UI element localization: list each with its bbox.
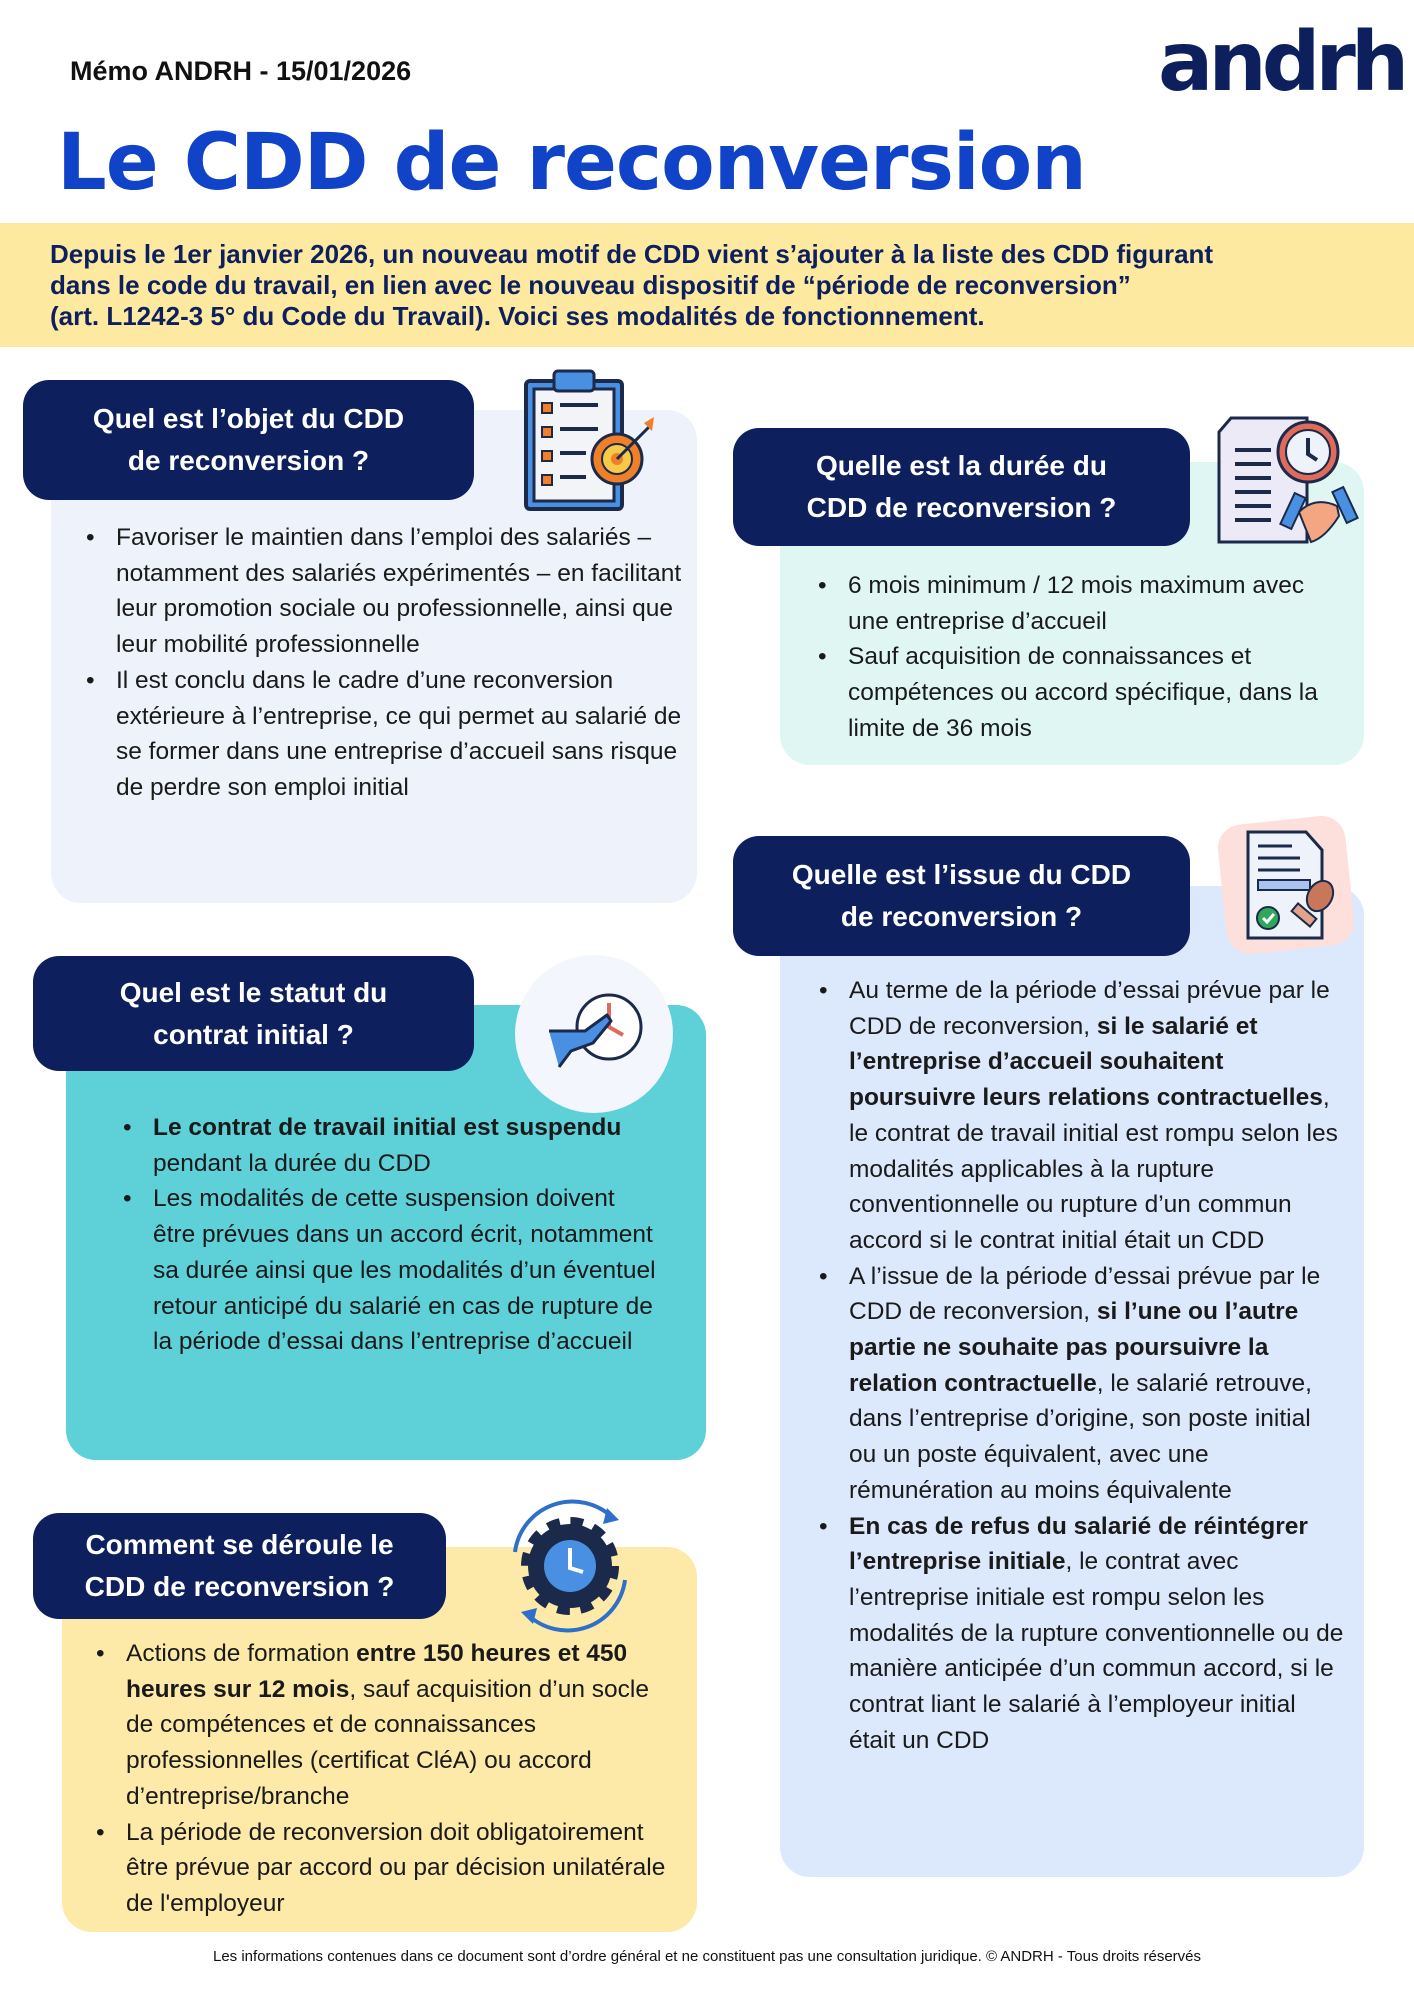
clipboard-target-icon [524,369,654,511]
memo-date: Mémo ANDRH - 15/01/2026 [70,56,412,86]
text: , le contrat de travail initial est romp… [849,1084,1338,1254]
bold-text: si le salarié et l’entreprise d’accueil … [849,1012,1323,1112]
heading-line: Quel est l’objet du CDD [92,403,405,434]
deroule-bullets: Actions de formation entre 150 heures et… [96,1636,666,1922]
heading-line: Comment se déroule le [85,1529,394,1560]
issue-bullets: Au terme de la période d’essai prévue pa… [819,973,1344,1759]
text: La période de reconversion doit obligato… [126,1818,666,1917]
page-title: Le CDD de reconversion [57,118,1087,208]
deroule-heading: Comment se déroule le CDD de reconversio… [33,1513,446,1619]
heading-line: Quelle est la durée du [816,450,1107,481]
banner-line: Depuis le 1er janvier 2026, un nouveau m… [50,239,1214,269]
statut-bullets: Le contrat de travail initial est suspen… [123,1110,658,1360]
bullet-item: Il est conclu dans le cadre d’une reconv… [86,663,686,806]
bullet-item: A l’issue de la période d’essai prévue p… [819,1259,1344,1509]
text: Au terme de la période d’essai prévue pa… [849,977,1330,1040]
text: Favoriser le maintien dans l’emploi des … [116,524,682,659]
bold-text: En cas de refus du salarié de réintégrer… [849,1512,1308,1576]
objet-heading: Quel est l’objet du CDD de reconversion … [23,380,474,500]
statut-heading: Quel est le statut du contrat initial ? [33,956,474,1071]
bullet-item: Le contrat de travail initial est suspen… [123,1110,658,1181]
heading-line: CDD de reconversion ? [806,492,1117,523]
banner-line: dans le code du travail, en lien avec le… [50,270,1131,300]
issue-heading: Quelle est l’issue du CDD de reconversio… [733,836,1190,956]
bullet-item: La période de reconversion doit obligato… [96,1815,666,1922]
bullet-item: Au terme de la période d’essai prévue pa… [819,973,1344,1259]
objet-bullets: Favoriser le maintien dans l’emploi des … [86,520,686,806]
text: Actions de formation [126,1640,357,1667]
duree-heading: Quelle est la durée du CDD de reconversi… [733,428,1190,546]
heading-line: de reconversion ? [840,901,1083,932]
text: pendant la durée du CDD [153,1149,431,1177]
bullet-item: Les modalités de cette suspension doiven… [123,1181,658,1360]
text: , sauf acquisition d’un socle de compéte… [126,1675,649,1810]
text: 6 mois minimum / 12 mois maximum avec un… [848,572,1305,635]
bullet-item: Sauf acquisition de connaissances et com… [818,639,1326,746]
bullet-item: 6 mois minimum / 12 mois maximum avec un… [818,568,1326,639]
andrh-logo: andrh [1158,15,1409,110]
text: , le contrat avec l’entreprise initiale … [849,1548,1344,1754]
bold-text: entre 150 heures et 450 heures sur 12 mo… [126,1640,628,1703]
disclaimer-footer: Les informations contenues dans ce docum… [213,1948,1201,1965]
bullet-item: En cas de refus du salarié de réintégrer… [819,1509,1344,1759]
heading-line: Quel est le statut du [119,976,388,1008]
bullet-item: Favoriser le maintien dans l’emploi des … [86,520,686,663]
banner-line: (art. L1242-3 5° du Code du Travail). Vo… [50,301,985,331]
text: Les modalités de cette suspension doiven… [153,1185,656,1356]
heading-line: contrat initial ? [153,1018,354,1050]
bold-text: Le contrat de travail initial est suspen… [153,1114,622,1141]
bold-text: si l’une ou l’autre partie ne souhaite p… [849,1298,1299,1397]
hand-clock-icon [515,955,673,1113]
heading-line: de reconversion ? [127,445,370,476]
document-stamp-icon [1217,816,1355,954]
bullet-item: Actions de formation entre 150 heures et… [96,1636,666,1815]
text: A l’issue de la période d’essai prévue p… [849,1262,1321,1326]
text: Sauf acquisition de connaissances et com… [848,643,1318,742]
intro-banner: Depuis le 1er janvier 2026, un nouveau m… [0,223,1414,347]
text: Il est conclu dans le cadre d’une reconv… [116,666,682,801]
heading-line: CDD de reconversion ? [84,1571,395,1602]
text: , le salarié retrouve, dans l’entreprise… [849,1369,1312,1504]
duree-bullets: 6 mois minimum / 12 mois maximum avec un… [818,568,1326,747]
document-clock-handshake-icon [1217,416,1359,544]
gear-clock-icon [513,1499,627,1633]
heading-line: Quelle est l’issue du CDD [791,859,1132,890]
